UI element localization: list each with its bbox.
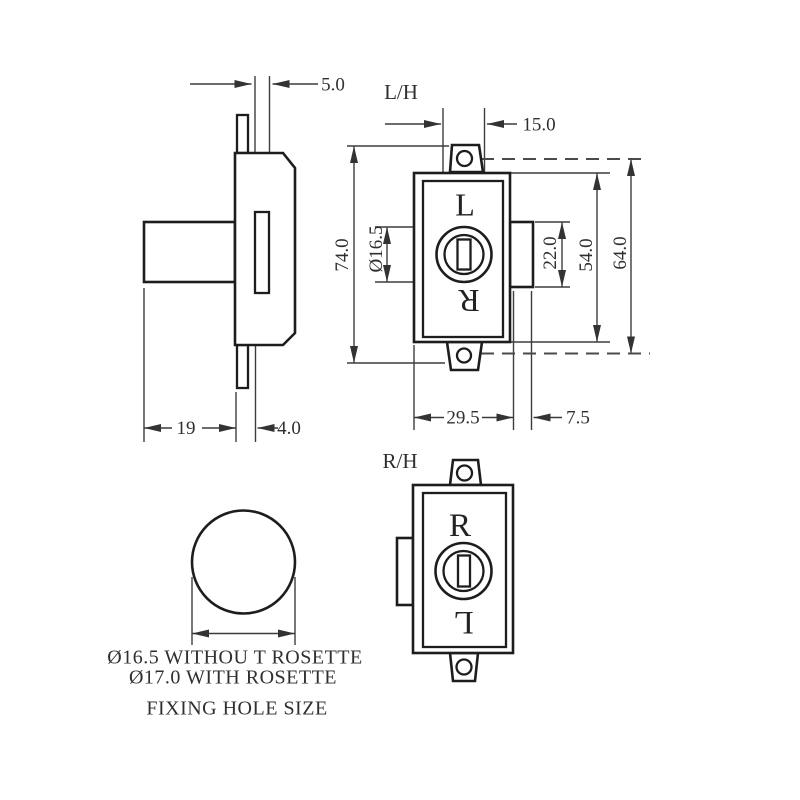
lh-view-label: L/H <box>384 80 418 104</box>
rh-view: R/H R L <box>382 449 515 683</box>
rh-view-label: R/H <box>382 449 417 473</box>
dim-29-5-label-bg <box>444 409 482 426</box>
rh-latch <box>395 536 415 607</box>
side-bottom-tab <box>235 343 250 390</box>
side-faceplate-slot <box>253 210 271 295</box>
rh-top-ear-hole <box>455 464 474 482</box>
side-body <box>233 151 297 347</box>
dim-19-label-bg <box>172 420 202 436</box>
lh-view: L/H <box>332 80 650 430</box>
lh-letter-bottom: R <box>458 283 480 319</box>
side-view: 5.0 19 4.0 <box>142 75 345 442</box>
dim-hole-centres-label: 64.0 <box>610 236 631 269</box>
lh-body-inner <box>421 179 505 339</box>
lh-letter-top: L <box>455 187 475 223</box>
dim-latch-height-label: 22.0 <box>540 236 561 269</box>
side-cylinder <box>142 220 237 284</box>
rh-letter-bottom: L <box>453 604 473 640</box>
side-top-tab <box>235 113 250 155</box>
lh-top-ear-hole <box>455 149 474 168</box>
lh-latch <box>508 220 535 289</box>
fixing-hole-circle <box>190 509 297 615</box>
dim-plate-thickness-label: 5.0 <box>321 75 345 96</box>
dim-latch-throw-label: 7.5 <box>566 408 590 429</box>
lh-keyhole-inner <box>443 233 485 276</box>
rh-letter-top: R <box>449 508 471 544</box>
fixing-hole-note-1: Ø16.5 WITHOU T ROSETTE <box>107 647 362 669</box>
fixing-hole-dimension-lines <box>191 577 296 645</box>
fixing-hole-note-2: Ø17.0 WITH ROSETTE <box>129 667 337 689</box>
dim-tab-label: 15.0 <box>522 115 555 136</box>
lh-bottom-ear-hole <box>455 347 473 364</box>
dim-cylinder-projection-label: 19 <box>177 418 196 439</box>
rh-keyhole-slot <box>456 554 472 588</box>
rh-keyhole-inner <box>442 549 485 593</box>
rh-bottom-ear-hole <box>455 658 473 676</box>
rh-body-inner <box>421 491 508 649</box>
lh-keyhole-slot <box>456 238 472 271</box>
dim-backplate-label: 4.0 <box>277 418 301 439</box>
dim-body-width-label: 29.5 <box>446 408 479 429</box>
dim-body-height-label: 54.0 <box>576 238 597 271</box>
fixing-hole-caption: FIXING HOLE SIZE <box>146 698 327 720</box>
dim-keyhole-dia-label: Ø16.5 <box>366 226 387 273</box>
fixing-hole-detail: Ø16.5 WITHOU T ROSETTE Ø17.0 WITH ROSETT… <box>107 509 362 720</box>
dim-overall-height-label: 74.0 <box>332 238 353 271</box>
